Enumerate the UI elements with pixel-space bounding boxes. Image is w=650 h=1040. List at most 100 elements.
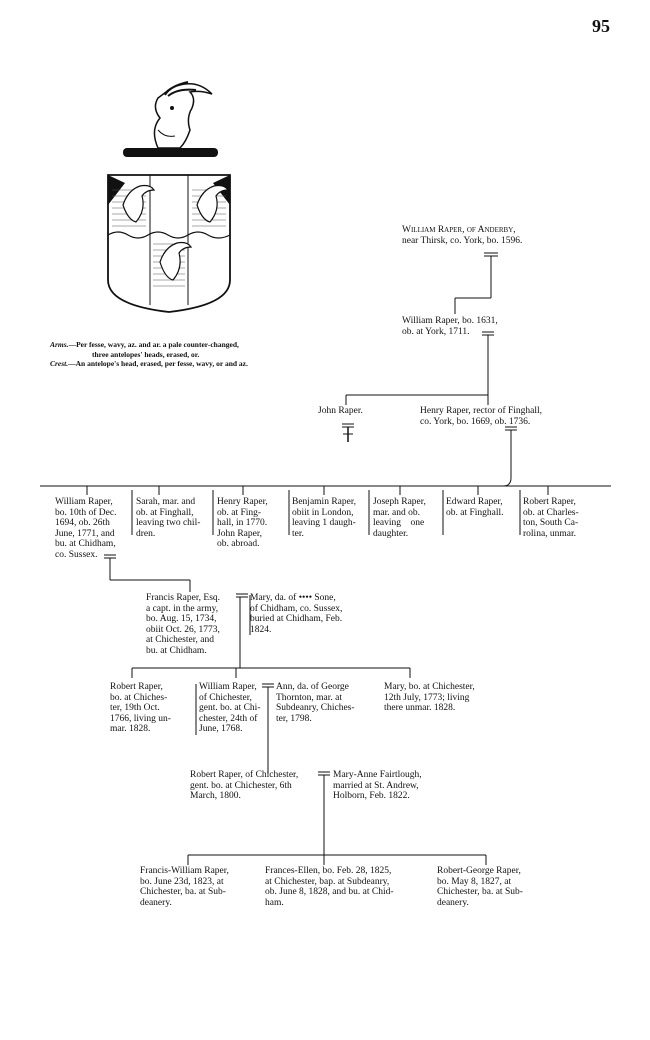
gen6-robert-line-4: 1766, living un-	[110, 713, 171, 724]
gen4-william-line-1: William Raper,	[55, 497, 113, 507]
gen6-mary-line-2: 12th July, 1773; living	[384, 692, 470, 703]
gen4-robert-line-3: ton, South Ca-	[523, 518, 579, 528]
gen5-francis-line-2: a capt. in the army,	[146, 603, 219, 614]
gen4-robert-line-1: Robert Raper,	[523, 497, 576, 507]
edward-raper: Edward Raper, ob. at Finghall.	[446, 497, 504, 518]
francis-raper-esq: Francis Raper, Esq. a capt. in the army,…	[146, 593, 220, 656]
henry-raper-1770: Henry Raper, ob. at Fing- hall, in 1770.…	[217, 497, 268, 550]
gen6-robert-line-3: ter, 19th Oct.	[110, 703, 160, 713]
henry-raper-rector: Henry Raper, rector of Finghall, co. Yor…	[420, 406, 542, 427]
gen4-william-line-4: June, 1771, and	[55, 528, 115, 539]
gen2-line-1: William Raper, bo. 1631,	[402, 316, 498, 326]
gen6-mary-line-1: Mary, bo. at Chichester,	[384, 682, 475, 692]
gen4-benjamin-line-4: ter.	[292, 528, 304, 539]
crest-text: —An antelope's head, erased, per fesse, …	[68, 359, 248, 368]
gen6-william-line-2: of Chichester,	[199, 692, 252, 703]
gen7-robert-line-3: March, 1800.	[190, 791, 241, 801]
shield-icon	[107, 174, 231, 313]
ann-thornton: Ann, da. of George Thornton, mar. at Sub…	[276, 682, 355, 724]
arms-description: Arms.—Per fesse, wavy, az. and ar. a pal…	[50, 340, 248, 369]
gen6-robert-line-5: mar. 1828.	[110, 724, 151, 734]
gen6-ann-line-2: Thornton, mar. at	[276, 692, 342, 703]
frances-ellen-raper: Frances-Ellen, bo. Feb. 28, 1825, at Chi…	[265, 866, 394, 908]
gen8-robert-line-2: bo. May 8, 1827, at	[437, 876, 512, 887]
gen7-robert-line-2: gent. bo. at Chichester, 6th	[190, 780, 292, 791]
gen5-francis-line-3: bo. Aug. 15, 1734,	[146, 614, 217, 624]
gen6-william-line-3: gent. bo. at Chi-	[199, 703, 261, 713]
gen2-line-2: ob. at York, 1711.	[402, 326, 470, 337]
gen4-joseph-line-3: leaving one	[373, 518, 425, 528]
crest-icon	[123, 81, 218, 157]
robert-george-raper: Robert-George Raper, bo. May 8, 1827, at…	[437, 866, 523, 908]
john-raper: John Raper.	[318, 406, 363, 416]
arms-text-continued: three antelopes' heads, erased, or.	[92, 349, 200, 359]
robert-raper-1766: Robert Raper, bo. at Chiches- ter, 19th …	[110, 682, 171, 735]
gen5-mary-line-3: buried at Chidham, Feb.	[250, 614, 343, 624]
gen8-frances-line-4: ham.	[265, 897, 284, 908]
gen6-ann-line-1: Ann, da. of George	[276, 682, 349, 692]
william-raper-1768: William Raper, of Chichester, gent. bo. …	[199, 682, 260, 735]
gen7-robert-line-1: Robert Raper, of Chichester,	[190, 770, 299, 780]
gen4-sarah-line-3: leaving two chil-	[136, 518, 201, 528]
arms-text: —Per fesse, wavy, az. and ar. a pale cou…	[68, 340, 239, 349]
gen6-william-line-5: June, 1768.	[199, 724, 243, 734]
gen4-joseph-line-1: Joseph Raper,	[373, 497, 426, 507]
gen6-ann-line-4: ter, 1798.	[276, 713, 312, 724]
gen4-joseph-line-2: mar. and ob.	[373, 507, 420, 518]
gen4-sarah-line-2: ob. at Finghall,	[136, 507, 194, 518]
gen6-robert-line-1: Robert Raper,	[110, 682, 163, 692]
gen4-benjamin-line-2: obiit in London,	[292, 507, 354, 518]
gen4-benjamin-line-3: leaving 1 daugh-	[292, 518, 356, 528]
gen4-henry-line-2: ob. at Fing-	[217, 507, 262, 518]
gen5-mary-line-1: Mary, da. of •••• Sone,	[250, 593, 336, 603]
gen8-frances-line-3: ob. June 8, 1828, and bu. at Chid-	[265, 887, 394, 897]
gen4-benjamin-line-1: Benjamin Raper,	[292, 497, 356, 507]
gen5-francis-line-5: at Chichester, and	[146, 635, 214, 645]
robert-raper-carolina: Robert Raper, ob. at Charles- ton, South…	[523, 497, 579, 539]
gen5-mary-line-4: 1824.	[250, 624, 272, 635]
gen3-henry-line-2: co. York, bo. 1669, ob. 1736.	[420, 416, 531, 427]
gen4-william-line-3: 1694, ob. 26th	[55, 518, 110, 528]
gen5-francis-line-6: bu. at Chidham.	[146, 645, 207, 656]
gen6-william-line-1: William Raper,	[199, 682, 257, 692]
gen8-francis-line-3: Chichester, ba. at Sub-	[140, 887, 226, 897]
gen8-robert-line-3: Chichester, ba. at Sub-	[437, 887, 523, 897]
gen4-henry-line-1: Henry Raper,	[217, 497, 268, 507]
gen5-francis-line-4: obiit Oct. 26, 1773,	[146, 624, 220, 635]
gen3-henry-line-1: Henry Raper, rector of Finghall,	[420, 406, 543, 416]
page-number: 95	[592, 16, 610, 36]
gen8-robert-line-4: deanery.	[437, 897, 469, 908]
sarah-raper: Sarah, mar. and ob. at Finghall, leaving…	[136, 497, 200, 539]
gen6-william-line-4: chester, 24th of	[199, 713, 258, 724]
gen1-line-1: William Raper, of Anderby,	[402, 225, 516, 235]
gen5-mary-line-2: of Chidham, co. Sussex,	[250, 603, 343, 614]
gen4-william-line-2: bo. 10th of Dec.	[55, 507, 117, 518]
gen6-mary-line-3: there unmar. 1828.	[384, 703, 456, 713]
gen4-sarah-line-4: dren.	[136, 528, 156, 539]
crest-label: Crest.	[50, 359, 69, 368]
joseph-raper: Joseph Raper, mar. and ob. leaving one d…	[373, 497, 426, 539]
arms-label: Arms.	[50, 340, 69, 349]
gen8-francis-line-1: Francis-William Raper,	[140, 866, 229, 876]
gen4-henry-line-5: ob. abroad.	[217, 539, 260, 549]
gen8-francis-line-2: bo. June 23d, 1823, at	[140, 876, 224, 887]
gen8-robert-line-1: Robert-George Raper,	[437, 866, 521, 876]
gen4-edward-line-2: ob. at Finghall.	[446, 507, 504, 518]
gen6-ann-line-3: Subdeanry, Chiches-	[276, 703, 355, 713]
gen6-robert-line-2: bo. at Chiches-	[110, 692, 168, 703]
gen7-mary-anne-line-1: Mary-Anne Fairtlough,	[333, 770, 422, 780]
gen4-sarah-line-1: Sarah, mar. and	[136, 497, 196, 507]
gen8-frances-line-2: at Chichester, bap. at Subdeanry,	[265, 876, 390, 887]
william-raper-1694: William Raper, bo. 10th of Dec. 1694, ob…	[55, 497, 116, 560]
gen7-mary-anne-line-2: married at St. Andrew,	[333, 780, 419, 791]
gen4-robert-line-2: ob. at Charles-	[523, 507, 579, 518]
gen4-henry-line-4: John Raper,	[217, 528, 262, 539]
mary-raper-1773: Mary, bo. at Chichester, 12th July, 1773…	[384, 682, 475, 714]
francis-william-raper: Francis-William Raper, bo. June 23d, 182…	[140, 866, 229, 908]
gen4-robert-line-4: rolina, unmar.	[523, 528, 577, 539]
gen5-francis-line-1: Francis Raper, Esq.	[146, 593, 221, 603]
gen4-william-line-6: co. Sussex.	[55, 549, 98, 560]
